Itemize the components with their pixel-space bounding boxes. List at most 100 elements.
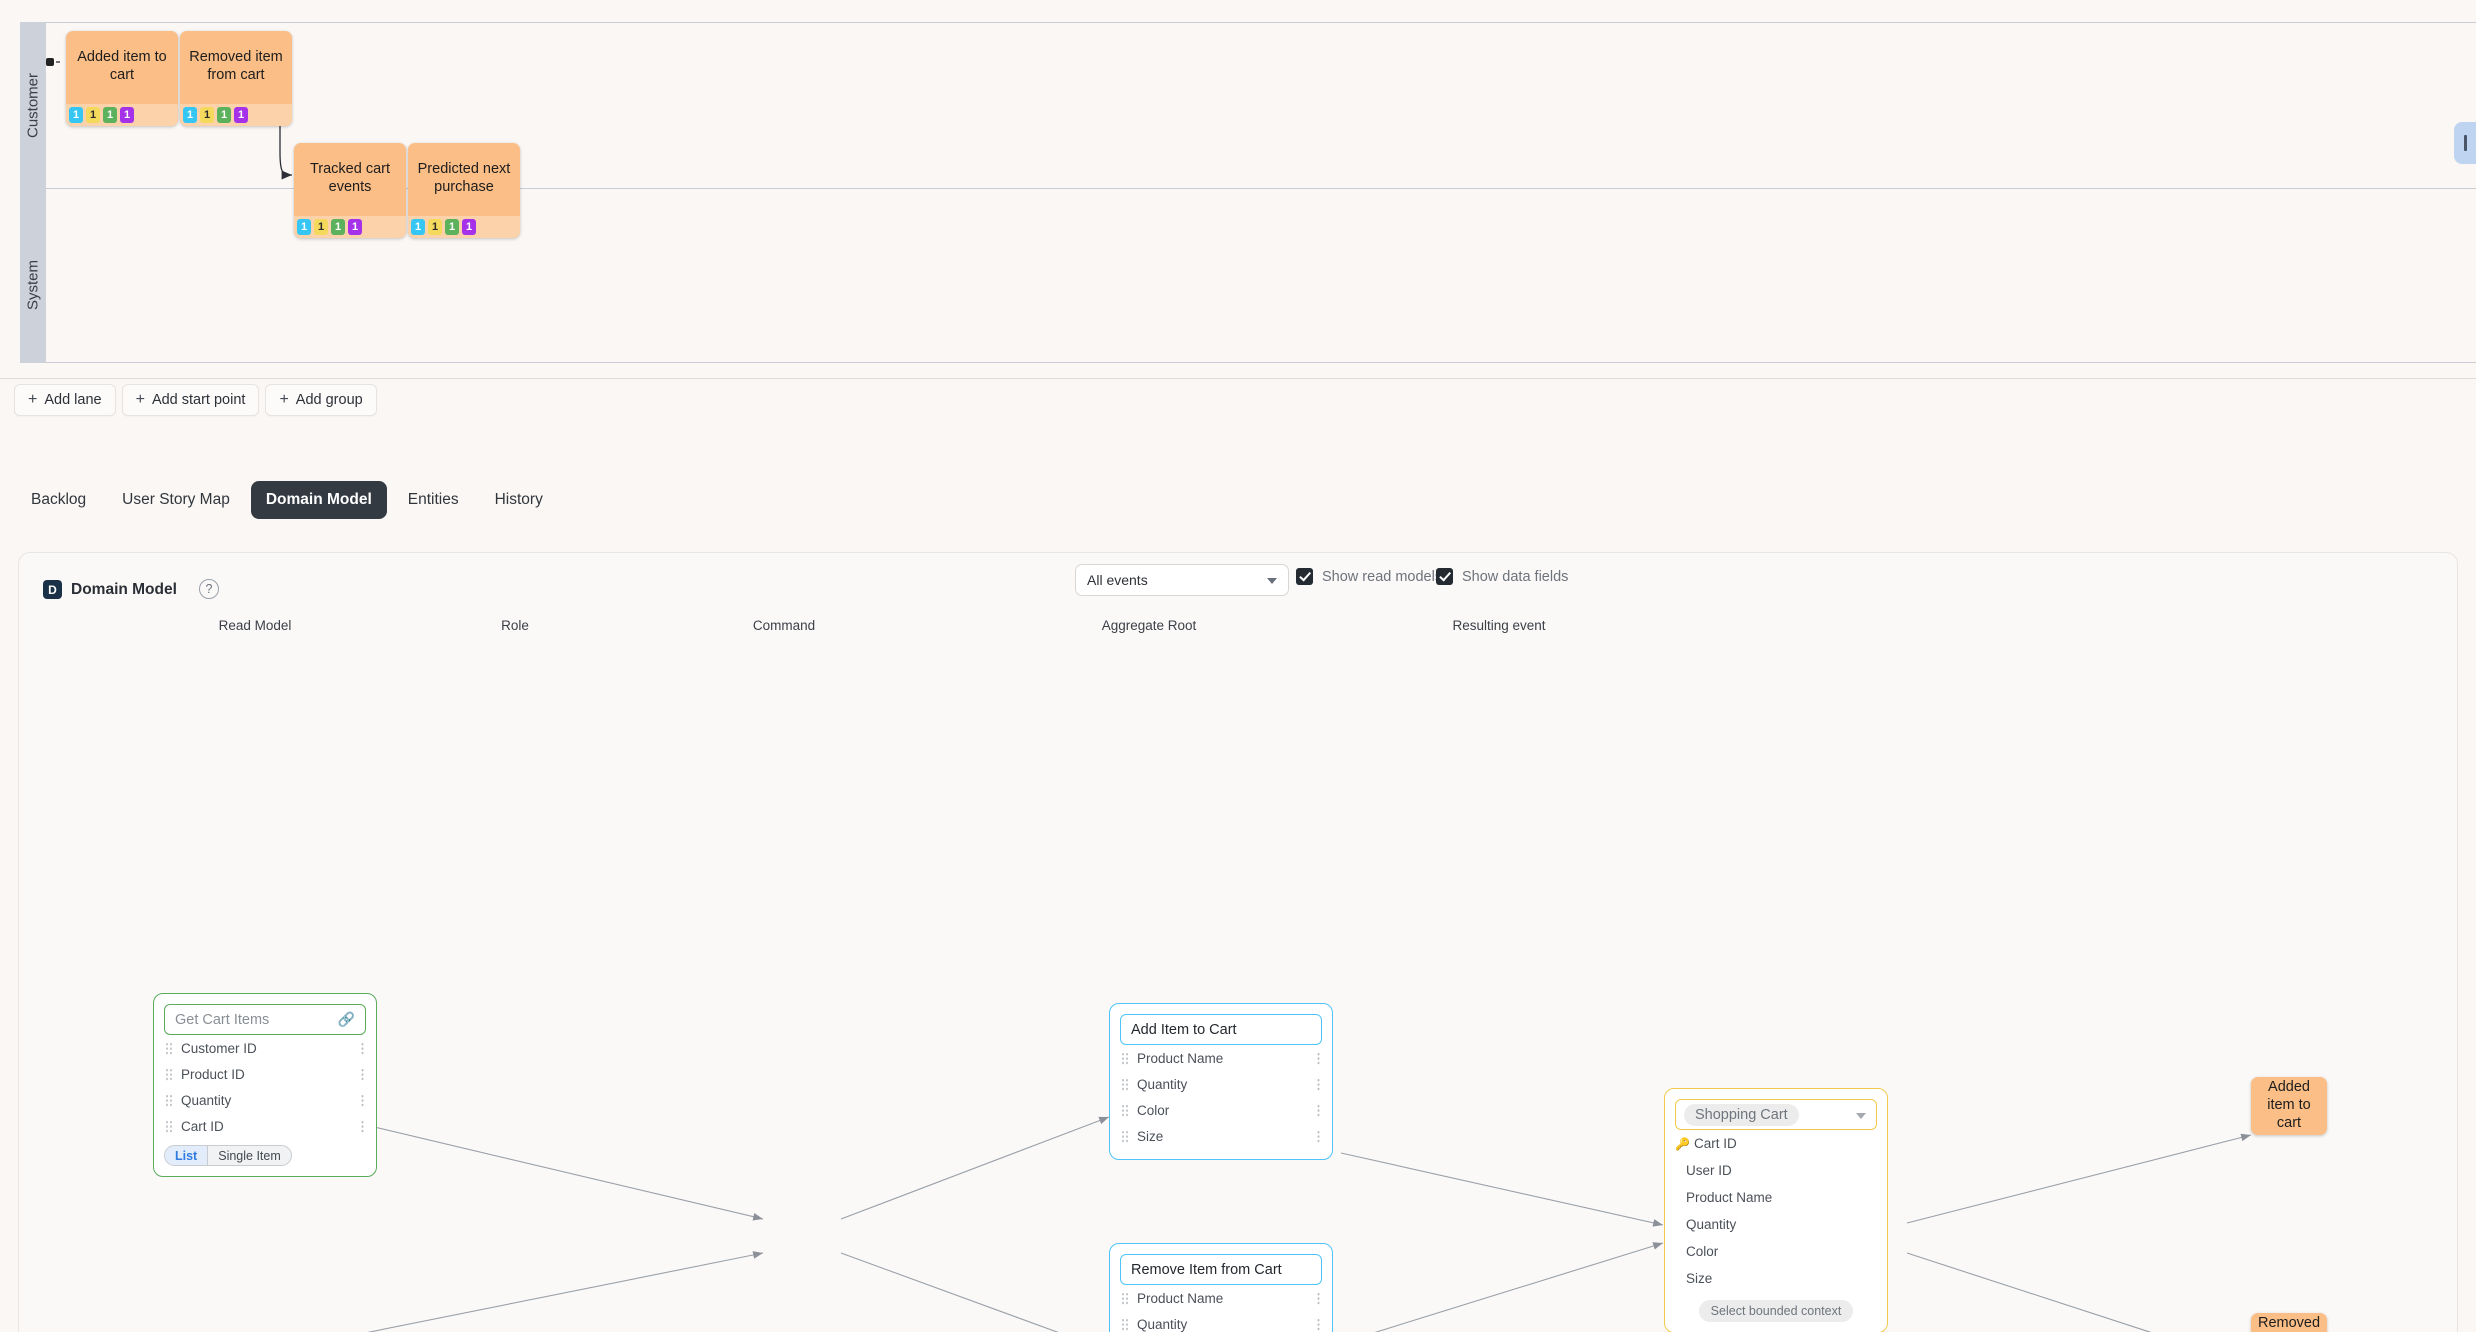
checkbox-icon bbox=[1436, 568, 1453, 585]
drag-handle-icon[interactable] bbox=[166, 1119, 174, 1133]
event-card-title: Added item to cart bbox=[77, 48, 167, 83]
command-field[interactable]: Quantity bbox=[1120, 1311, 1322, 1332]
badge-cyan: 1 bbox=[411, 219, 425, 235]
add-group-label: Add group bbox=[295, 392, 363, 408]
toggle-option-list[interactable]: List bbox=[165, 1146, 209, 1165]
aggregate-field[interactable]: 🔑 Cart ID bbox=[1675, 1130, 1877, 1157]
command-card[interactable]: Remove Item from Cart Product Name Quant… bbox=[1109, 1243, 1333, 1332]
domain-model-header: D Domain Model ? All events Show read mo… bbox=[19, 553, 2457, 625]
command-field[interactable]: Product Name bbox=[1120, 1045, 1322, 1071]
tab-domain-model[interactable]: Domain Model bbox=[250, 481, 387, 519]
drag-handle-icon[interactable] bbox=[1122, 1129, 1130, 1143]
command-field[interactable]: Quantity bbox=[1120, 1071, 1322, 1097]
badge-cyan: 1 bbox=[69, 107, 83, 123]
read-model-field[interactable]: Product ID bbox=[164, 1061, 366, 1087]
link-icon[interactable]: 🔗 bbox=[337, 1011, 355, 1027]
read-model-field[interactable]: Cart ID bbox=[164, 1113, 366, 1139]
tab-entities[interactable]: Entities bbox=[407, 491, 459, 508]
add-group-button[interactable]: + Add group bbox=[265, 384, 377, 416]
drag-handle-icon[interactable] bbox=[1122, 1291, 1130, 1305]
event-card-title: Tracked cart events bbox=[309, 160, 391, 195]
more-options-icon[interactable] bbox=[361, 1067, 364, 1081]
add-lane-button[interactable]: + Add lane bbox=[14, 384, 116, 416]
badge-purple: 1 bbox=[462, 219, 476, 235]
aggregate-field[interactable]: Size bbox=[1675, 1265, 1877, 1292]
drag-handle-icon[interactable] bbox=[1122, 1317, 1130, 1331]
tab-user-story-map[interactable]: User Story Map bbox=[122, 491, 230, 508]
bounded-context-label: Select bounded context bbox=[1698, 1300, 1854, 1322]
badge-yellow: 1 bbox=[314, 219, 328, 235]
more-options-icon[interactable] bbox=[1317, 1051, 1320, 1065]
drag-handle-icon[interactable] bbox=[1122, 1051, 1130, 1065]
event-card-title: Removed item from cart bbox=[189, 48, 283, 83]
handle-bar-icon bbox=[2463, 135, 2467, 151]
event-card[interactable]: Removed item from cart 1 1 1 1 bbox=[180, 31, 292, 126]
more-options-icon[interactable] bbox=[1317, 1317, 1320, 1331]
more-options-icon[interactable] bbox=[361, 1093, 364, 1107]
drag-handle-icon[interactable] bbox=[166, 1041, 174, 1055]
badge-yellow: 1 bbox=[86, 107, 100, 123]
badge-green: 1 bbox=[445, 219, 459, 235]
show-data-fields-checkbox[interactable]: Show data fields bbox=[1436, 568, 1568, 585]
field-label: Cart ID bbox=[1694, 1136, 1737, 1151]
event-card[interactable]: Added item to cart 1 1 1 1 bbox=[66, 31, 178, 126]
more-options-icon[interactable] bbox=[1317, 1077, 1320, 1091]
drag-handle-icon[interactable] bbox=[1122, 1077, 1130, 1091]
more-options-icon[interactable] bbox=[1317, 1291, 1320, 1305]
right-panel-handle[interactable] bbox=[2454, 122, 2476, 164]
read-model-field[interactable]: Quantity bbox=[164, 1087, 366, 1113]
tab-history[interactable]: History bbox=[494, 491, 543, 508]
badge-cyan: 1 bbox=[183, 107, 197, 123]
command-name-input[interactable]: Remove Item from Cart bbox=[1120, 1254, 1322, 1285]
aggregate-name-select[interactable]: Shopping Cart bbox=[1675, 1099, 1877, 1130]
more-options-icon[interactable] bbox=[1317, 1103, 1320, 1117]
column-header-aggregate-root: Aggregate Root bbox=[1101, 618, 1197, 633]
command-field[interactable]: Color bbox=[1120, 1097, 1322, 1123]
more-options-icon[interactable] bbox=[361, 1119, 364, 1133]
event-card[interactable]: Predicted next purchase 1 1 1 1 bbox=[408, 143, 520, 238]
checkbox-icon bbox=[1296, 568, 1313, 585]
resulting-event-card[interactable]: Added item to cart bbox=[2251, 1077, 2327, 1135]
resulting-event-title: Added item to cart bbox=[2267, 1079, 2311, 1131]
badge-yellow: 1 bbox=[200, 107, 214, 123]
command-name-input[interactable]: Add Item to Cart bbox=[1120, 1014, 1322, 1045]
show-read-models-checkbox[interactable]: Show read models bbox=[1296, 568, 1442, 585]
resulting-event-card[interactable]: Removed item from cart bbox=[2251, 1313, 2327, 1332]
read-model-field[interactable]: Customer ID bbox=[164, 1035, 366, 1061]
badge-yellow: 1 bbox=[428, 219, 442, 235]
aggregate-root-card[interactable]: Shopping Cart 🔑 Cart ID User ID Product … bbox=[1664, 1088, 1888, 1332]
more-options-icon[interactable] bbox=[361, 1041, 364, 1055]
help-icon[interactable]: ? bbox=[199, 579, 219, 599]
column-header-command: Command bbox=[752, 618, 816, 633]
toggle-option-single-item[interactable]: Single Item bbox=[218, 1148, 281, 1163]
aggregate-field[interactable]: Quantity bbox=[1675, 1211, 1877, 1238]
event-card-badges: 1 1 1 1 bbox=[408, 216, 520, 238]
drag-handle-icon[interactable] bbox=[166, 1093, 174, 1107]
bounded-context-selector[interactable]: Select bounded context bbox=[1675, 1300, 1877, 1322]
field-label: Size bbox=[1686, 1271, 1713, 1286]
start-point-marker[interactable] bbox=[46, 58, 54, 66]
aggregate-field[interactable]: Product Name bbox=[1675, 1184, 1877, 1211]
read-model-card[interactable]: Get Cart Items 🔗 Customer ID Product ID … bbox=[153, 993, 377, 1177]
aggregate-field[interactable]: Color bbox=[1675, 1238, 1877, 1265]
more-options-icon[interactable] bbox=[1317, 1129, 1320, 1143]
board-toolbar: + Add lane + Add start point + Add group bbox=[14, 384, 377, 416]
event-card[interactable]: Tracked cart events 1 1 1 1 bbox=[294, 143, 406, 238]
badge-purple: 1 bbox=[234, 107, 248, 123]
add-lane-label: Add lane bbox=[44, 392, 102, 408]
command-field[interactable]: Product Name bbox=[1120, 1285, 1322, 1311]
tab-backlog[interactable]: Backlog bbox=[31, 491, 87, 508]
drag-handle-icon[interactable] bbox=[1122, 1103, 1130, 1117]
add-start-point-label: Add start point bbox=[151, 392, 246, 408]
add-start-point-button[interactable]: + Add start point bbox=[121, 384, 260, 416]
read-model-name-input[interactable]: Get Cart Items 🔗 bbox=[164, 1004, 366, 1035]
event-filter-value: All events bbox=[1087, 572, 1148, 588]
aggregate-field[interactable]: User ID bbox=[1675, 1157, 1877, 1184]
drag-handle-icon[interactable] bbox=[166, 1067, 174, 1081]
event-card-title: Predicted next purchase bbox=[417, 160, 511, 195]
command-field[interactable]: Size bbox=[1120, 1123, 1322, 1149]
command-card[interactable]: Add Item to Cart Product Name Quantity C… bbox=[1109, 1003, 1333, 1160]
field-label: Cart ID bbox=[181, 1118, 224, 1134]
event-filter-select[interactable]: All events bbox=[1075, 564, 1289, 596]
read-model-type-toggle[interactable]: List Single Item bbox=[164, 1145, 292, 1166]
